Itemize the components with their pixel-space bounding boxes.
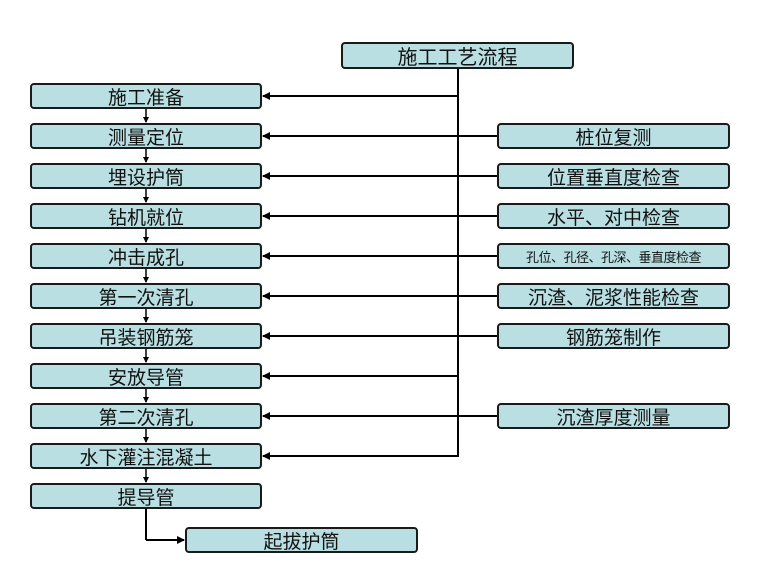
step-box-place-tremie: 安放导管 [30, 363, 262, 389]
check-box-sediment-thickness: 沉渣厚度测量 [497, 403, 730, 429]
check-box-sediment-mud: 沉渣、泥浆性能检查 [497, 283, 730, 309]
step-box-percussion-drilling: 冲击成孔 [30, 243, 262, 269]
step-box-hoist-rebar-cage: 吊装钢筋笼 [30, 323, 262, 349]
step-box-lift-tremie: 提导管 [30, 483, 262, 509]
step-box-first-hole-cleaning: 第一次清孔 [30, 283, 262, 309]
step-box-underwater-concreting: 水下灌注混凝土 [30, 443, 262, 469]
flow-title-box: 施工工艺流程 [341, 42, 574, 69]
check-box-level-centering: 水平、对中检查 [497, 203, 730, 229]
step-box-rig-in-place: 钻机就位 [30, 203, 262, 229]
step-box-bury-casing: 埋设护筒 [30, 163, 262, 189]
step-box-second-hole-cleaning: 第二次清孔 [30, 403, 262, 429]
check-box-pile-position-resurvey: 桩位复测 [497, 123, 730, 149]
step-box-construction-preparation: 施工准备 [30, 83, 262, 109]
check-box-rebar-cage-fabrication: 钢筋笼制作 [497, 323, 730, 349]
step-box-survey-positioning: 测量定位 [30, 123, 262, 149]
check-box-hole-parameters: 孔位、孔径、孔深、垂直度检查 [497, 243, 730, 269]
final-step-box-pull-casing: 起拔护筒 [185, 527, 418, 553]
check-box-position-verticality: 位置垂直度检查 [497, 163, 730, 189]
